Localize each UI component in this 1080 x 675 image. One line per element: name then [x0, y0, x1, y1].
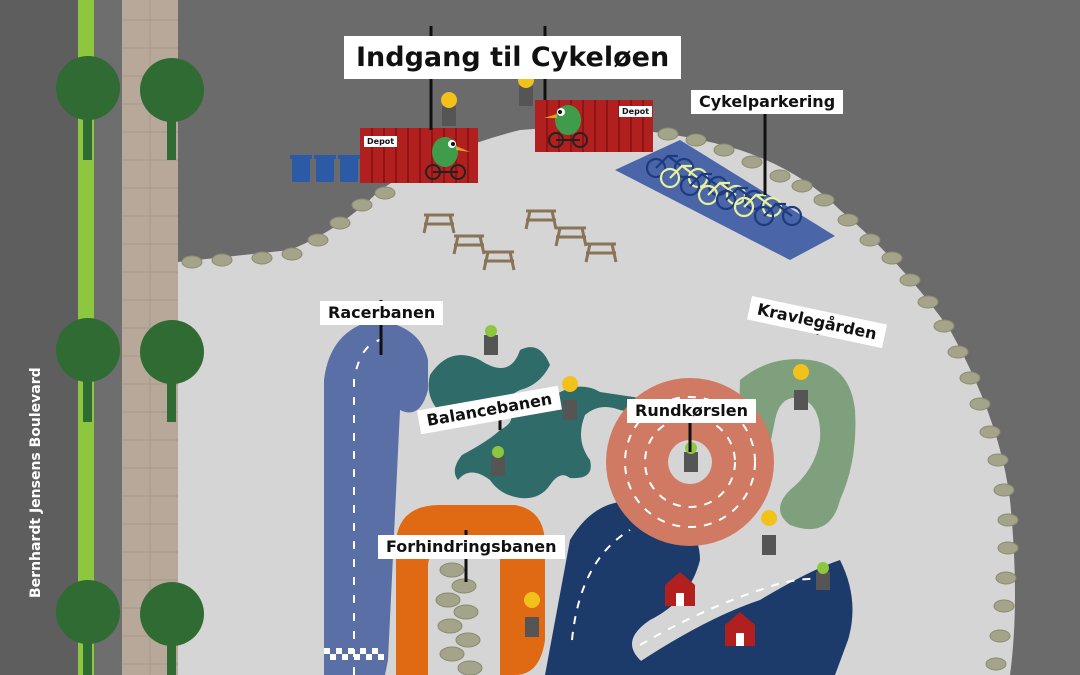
bird-mascot-icon: [425, 137, 470, 180]
city-roads: [545, 501, 853, 675]
picnic-table-icon: [422, 209, 618, 271]
bird-mascot-icon: [544, 105, 588, 148]
depot-label-right: Depot: [619, 106, 653, 117]
race-track-lane: [353, 339, 381, 675]
crawl-yard-track: [739, 359, 856, 530]
entrance-title: Indgang til Cykeløen: [344, 36, 682, 80]
tree-icon: [56, 56, 204, 675]
city-roads-lines: [571, 529, 831, 646]
race-track: [324, 320, 428, 675]
bicycle-icon: [645, 154, 803, 227]
roundabout-lane: [624, 396, 756, 528]
boulder-icon: [435, 562, 483, 675]
flower-pot-icon: [441, 72, 830, 637]
obstacle-track-label[interactable]: Forhindringsbanen: [378, 535, 565, 560]
race-track-finish: [324, 648, 384, 660]
trash-bin-icon: [290, 155, 360, 182]
house-icon: [665, 572, 755, 646]
depot-label-left: Depot: [364, 136, 398, 147]
race-track-label[interactable]: Racerbanen: [320, 301, 444, 326]
balance-track: [428, 347, 640, 499]
boulevard-label: Bernhardt Jensens Boulevard: [28, 367, 44, 598]
bike-parking-label[interactable]: Cykelparkering: [691, 90, 844, 115]
boulder-icon: [181, 127, 1019, 671]
roundabout-label[interactable]: Rundkørslen: [627, 399, 756, 424]
